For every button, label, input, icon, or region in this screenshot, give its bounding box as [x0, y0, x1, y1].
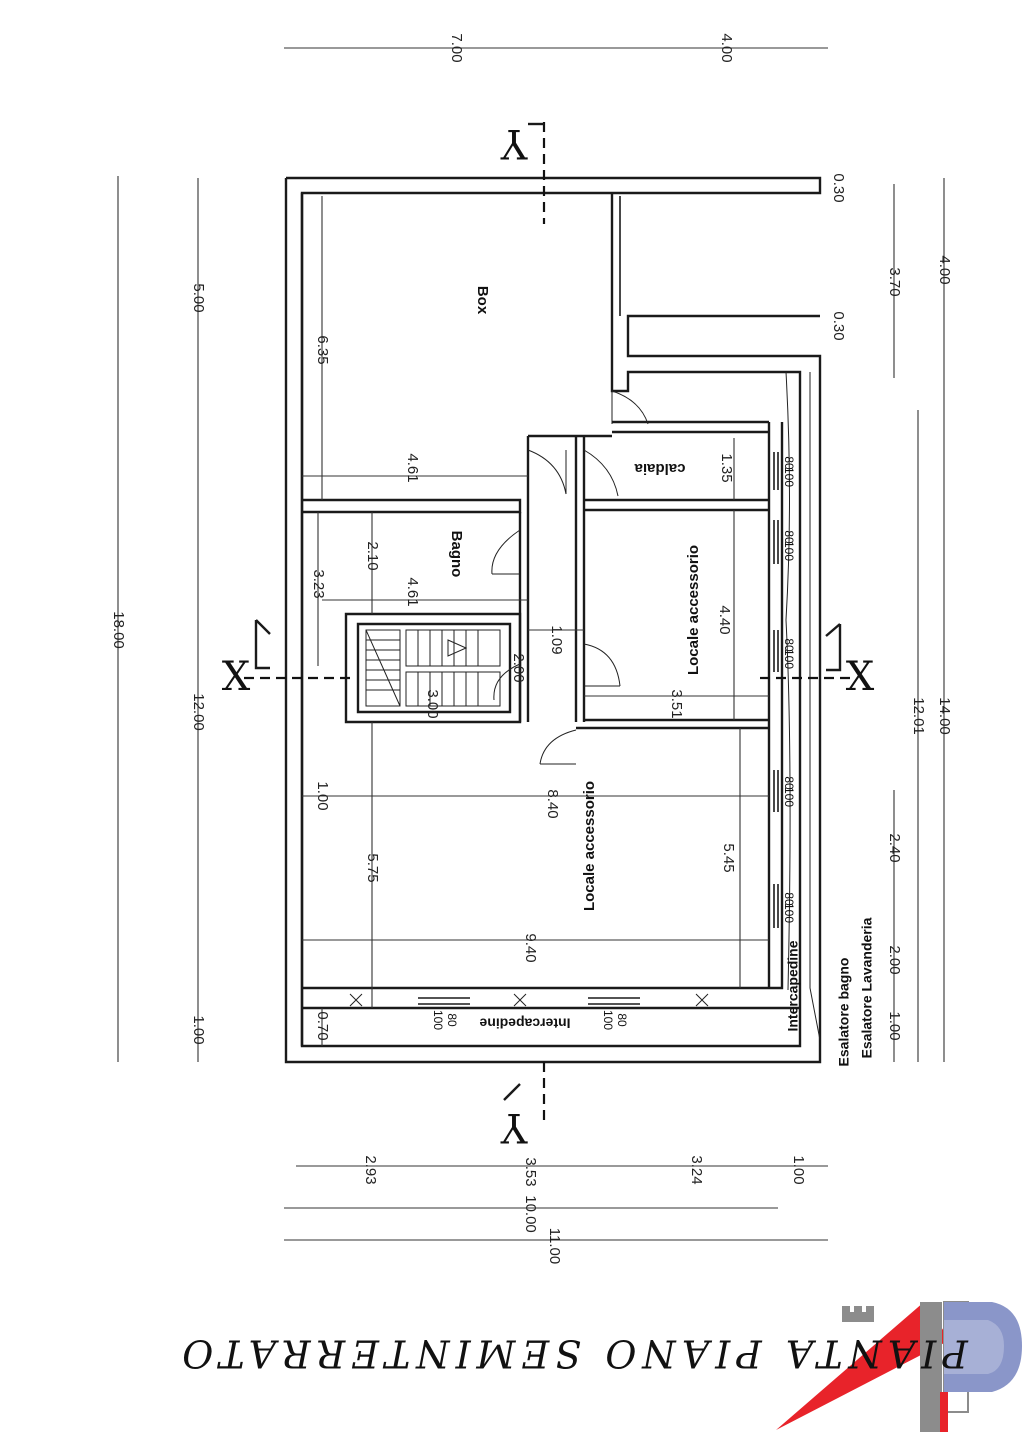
dim-left-1200: 12.00: [190, 693, 207, 731]
dim-left-500: 5.00: [190, 283, 207, 312]
plan-title: PIANTA PIANO SEMINTERRATO: [176, 1332, 969, 1376]
window-label-top-1: 100: [782, 541, 796, 561]
window-label-top-0: 100: [782, 467, 796, 487]
dimension-lines: [117, 47, 945, 1241]
window-label-top-4: 100: [782, 903, 796, 923]
section-x-right: X: [846, 654, 875, 700]
window-label-top-2: 100: [782, 649, 796, 669]
dim-right-240: 2.40: [886, 833, 903, 862]
logo-pp: [776, 1301, 1022, 1432]
window-label-top-3: 100: [782, 787, 796, 807]
window-label-bottom-3: 80: [782, 776, 796, 790]
dim-bottom-100: 1.00: [790, 1155, 807, 1184]
room-locale-upper: Locale accessorio: [685, 545, 702, 675]
section-y-top: Y: [500, 120, 528, 166]
room-bagno: Bagno: [448, 531, 465, 578]
dim-top-400: 4.00: [718, 33, 735, 62]
room-intercapedine-bottom: Intercapedine: [479, 1015, 570, 1031]
dim-right-200: 2.00: [886, 945, 903, 974]
dim-bagno-323: 3.23: [310, 569, 327, 598]
dim-left-1800: 18.00: [110, 611, 127, 649]
dim-left-100: 1.00: [190, 1015, 207, 1044]
doors: [491, 390, 649, 765]
dim-caldaia-135: 1.35: [718, 453, 735, 482]
dim-upper-351: 3.51: [668, 689, 685, 718]
dim-lower-940: 9.40: [522, 933, 539, 962]
window-label-bottom-0: 80: [782, 456, 796, 470]
dim-bottom-1000: 10.00: [522, 1195, 539, 1233]
dim-stair-300: 3.00: [424, 689, 441, 718]
dim-bottom-324: 3.24: [688, 1155, 705, 1184]
window-label-bottom-2: 80: [782, 638, 796, 652]
window-bottom-top-0: 100: [431, 1010, 445, 1030]
window-label-bottom-4: 80: [782, 892, 796, 906]
dim-bagno-210: 2.10: [364, 541, 381, 570]
dim-box-461: 4.61: [404, 453, 421, 482]
section-y-bottom: Y: [500, 1104, 528, 1150]
dim-upper-440: 4.40: [716, 605, 733, 634]
dim-right-100: 1.00: [886, 1011, 903, 1040]
dim-lower-575: 5.75: [364, 853, 381, 882]
dim-lower-545: 5.45: [720, 843, 737, 872]
dim-box-635: 6.35: [314, 335, 331, 364]
room-box: Box: [474, 286, 491, 315]
dim-right-030a: 0.30: [830, 173, 847, 202]
room-esalatore-bagno: Esalatore bagno: [836, 958, 852, 1067]
window-bottom-bottom-1: 80: [615, 1013, 629, 1027]
building-walls: [284, 176, 822, 1064]
dim-lower-070: 0.70: [314, 1011, 331, 1040]
dim-bagno-461: 4.61: [404, 577, 421, 606]
room-caldaia: caldaia: [634, 460, 686, 477]
dim-right-1201: 12.01: [910, 697, 927, 735]
dim-right-030b: 0.30: [830, 311, 847, 340]
dim-lower-100: 1.00: [314, 781, 331, 810]
dim-bottom-293: 2.93: [362, 1155, 379, 1184]
dim-lower-840: 8.40: [544, 789, 561, 818]
staircase: [365, 629, 501, 707]
window-bottom-bottom-0: 80: [445, 1013, 459, 1027]
dim-top-700: 7.00: [448, 33, 465, 62]
dim-right-400: 4.00: [936, 255, 953, 284]
dim-bottom-1100: 11.00: [546, 1228, 563, 1264]
room-intercapedine-right: Intercapedine: [785, 940, 801, 1031]
room-locale-lower: Locale accessorio: [581, 781, 598, 911]
dim-right-370: 3.70: [886, 267, 903, 296]
section-cut-lines: [244, 122, 852, 1120]
window-label-bottom-1: 80: [782, 530, 796, 544]
dim-corridor-109: 1.09: [548, 625, 565, 654]
window-bottom-top-1: 100: [601, 1010, 615, 1030]
dim-right-1400: 14.00: [936, 697, 953, 735]
dim-bottom-353: 3.53: [522, 1157, 539, 1186]
windows: [349, 452, 779, 1007]
room-esalatore-lavanderia: Esalatore Lavanderia: [859, 917, 875, 1058]
dim-stair-200: 2.00: [510, 653, 527, 682]
section-x-left: X: [222, 654, 251, 700]
